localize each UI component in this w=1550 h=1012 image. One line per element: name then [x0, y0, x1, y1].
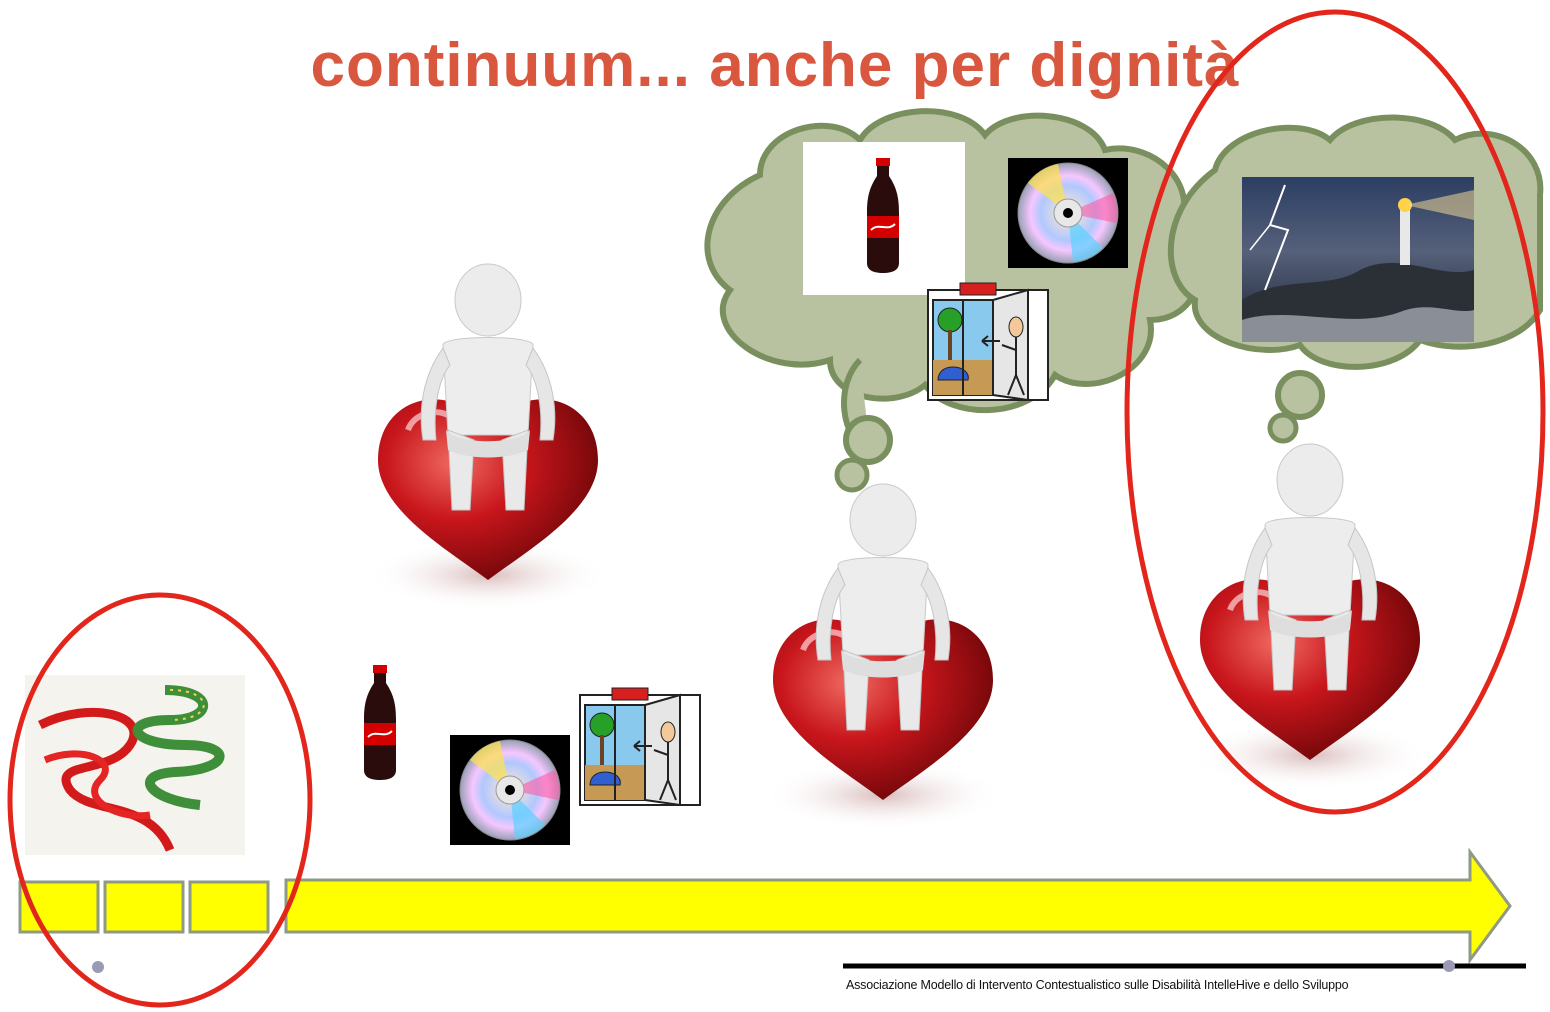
person-on-heart-figure — [735, 484, 1020, 855]
door-exit-pictogram — [579, 687, 701, 806]
highlight-ellipse-start — [7, 592, 313, 1008]
thought-door-pictogram — [927, 282, 1049, 401]
footer-caption: Associazione Modello di Intervento Conte… — [846, 978, 1349, 992]
cd-disc-icon — [449, 734, 571, 846]
lighthouse-storm-picture — [1242, 177, 1474, 342]
shoelaces-picture — [25, 675, 245, 855]
person-on-heart-figure — [338, 264, 626, 642]
person-on-heart-figure — [1165, 444, 1450, 805]
timeline-dot-end — [1443, 960, 1455, 972]
slide-title: continuum... anche per dignità — [310, 31, 1240, 100]
highlight-ellipse-end — [1124, 9, 1546, 815]
timeline-dot-start — [92, 961, 104, 973]
thought-cd-icon — [1007, 157, 1129, 269]
cola-bottle-icon — [363, 664, 397, 781]
continuum-arrow — [18, 847, 1512, 965]
thought-cola-picture — [803, 142, 965, 295]
